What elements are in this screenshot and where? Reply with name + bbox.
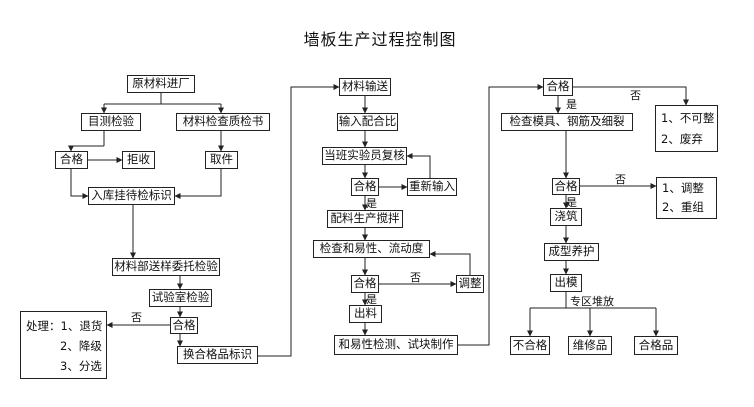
node-pouring: 浇筑 (550, 208, 582, 226)
edge-change-to-feed (258, 84, 340, 357)
node-handling-options: 处理：1、退货 2、降级 3、分选 (20, 311, 107, 379)
edge-sample-to-store (174, 169, 222, 199)
label-zone-stack: 专区堆放 (570, 295, 614, 308)
node-mix-production-stir: 配料生产搅拌 (327, 210, 403, 228)
node-reinput: 重新输入 (407, 178, 457, 196)
node-check-workability-fluidity: 检查和易性、流动度 (313, 240, 430, 258)
node-pass-mid: 合格 (552, 178, 580, 195)
node-pass-top: 合格 (543, 78, 573, 96)
node-dept-sample-commission: 材料部送样委托检验 (112, 258, 220, 276)
edge-test-to-col3 (458, 84, 544, 346)
node-not-adjustable: 1、不可整 2、废弃 (655, 105, 718, 152)
node-sample-taken: 取件 (205, 151, 238, 169)
node-nonconforming: 不合格 (510, 336, 550, 355)
node-pass-2: 合格 (170, 317, 198, 334)
node-store-pending-label: 入库挂待检标识 (88, 187, 175, 205)
node-repair-product: 维修品 (568, 336, 612, 355)
adjust-option-1: 1、调整 (662, 181, 704, 195)
node-adjust-col2: 调整 (456, 275, 484, 293)
edge-reinput-to-recheck (406, 153, 431, 178)
not-adjustable-2: 2、废弃 (661, 132, 703, 146)
label-yes-col3-a: 是 (566, 98, 577, 111)
node-lab-test: 试验室检验 (149, 289, 212, 307)
node-change-pass-label: 换合格品标识 (177, 346, 258, 364)
label-no-col1: 否 (131, 311, 142, 324)
node-discharge: 出料 (349, 305, 382, 323)
edge-pass-top-to-scrap (573, 86, 689, 106)
node-pass-col2: 合格 (351, 178, 379, 196)
edge-adjust-to-check (429, 251, 471, 275)
label-no-col3-a: 否 (630, 89, 641, 102)
node-reject: 拒收 (122, 151, 155, 169)
label-no-col3-b: 否 (615, 173, 626, 186)
node-check-mold-rebar: 检查模具、钢筋及细裂 (501, 113, 633, 131)
node-adjust-options: 1、调整 2、重组 (656, 177, 717, 219)
label-yes-col3-b: 是 (566, 196, 577, 209)
node-visual-inspection: 目测检验 (81, 113, 141, 131)
node-quality-cert-check: 材料检查质检书 (176, 113, 270, 131)
label-no-col2: 否 (410, 271, 421, 284)
adjust-option-2: 2、重组 (662, 200, 704, 214)
node-raw-material-in: 原材料进厂 (127, 75, 195, 93)
handling-option-3: 3、分选 (60, 359, 102, 373)
node-workability-test-sample: 和易性检测、试块制作 (334, 335, 458, 355)
node-material-feed: 材料输送 (339, 78, 391, 96)
node-shift-lab-recheck: 当班实验员复核 (322, 147, 407, 165)
handling-option-1: 处理：1、退货 (26, 319, 103, 333)
node-forming-curing: 成型养护 (544, 243, 599, 261)
node-demold: 出模 (550, 274, 582, 292)
not-adjustable-1: 1、不可整 (661, 111, 715, 125)
node-pass-col2-2: 合格 (351, 275, 379, 293)
chart-title: 墙板生产过程控制图 (303, 30, 457, 49)
handling-option-2: 2、降级 (60, 339, 102, 353)
edge-pass-to-store (70, 169, 89, 199)
node-qualified-product: 合格品 (634, 336, 678, 355)
label-yes-col2-b: 是 (366, 293, 377, 306)
edge-raw-to-split (103, 93, 221, 113)
label-yes-col2-a: 是 (366, 197, 377, 210)
node-pass-1: 合格 (55, 151, 88, 169)
node-input-mix-ratio: 输入配合比 (337, 113, 398, 131)
